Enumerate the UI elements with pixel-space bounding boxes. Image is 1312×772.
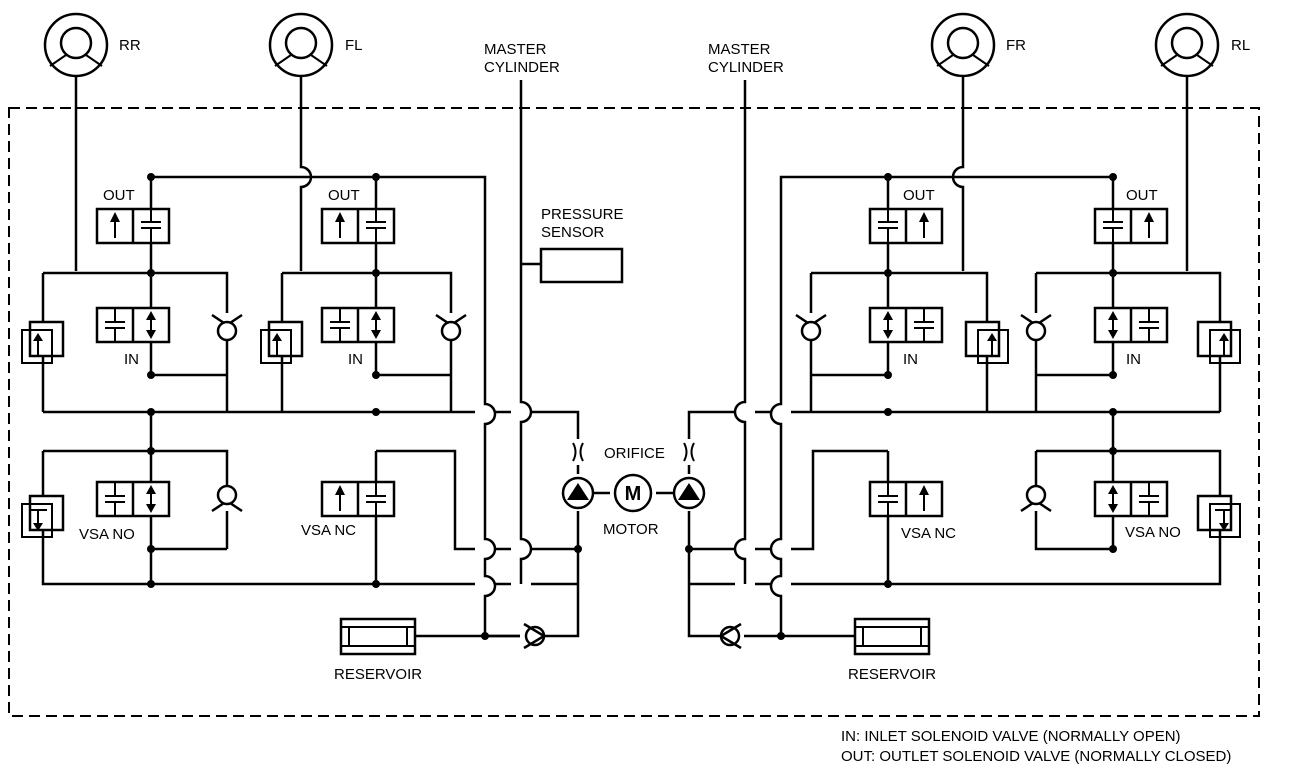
orifice-label: ORIFICE xyxy=(604,445,665,462)
in-valve-label-fr: IN xyxy=(903,351,918,368)
in-valve-rr xyxy=(95,306,171,344)
pressure-sensor-line2: SENSOR xyxy=(541,224,605,241)
wheel-label-fl: FL xyxy=(345,37,363,54)
junction-dots xyxy=(147,173,1117,640)
legend-in: IN: INLET SOLENOID VALVE (NORMALLY OPEN) xyxy=(841,728,1181,745)
check-valve-fr-in xyxy=(795,313,827,342)
reservoir-chambers-side xyxy=(21,320,1241,538)
motor: M xyxy=(613,473,653,513)
vsa-nc-label-left: VSA NC xyxy=(301,522,356,539)
in-valve-fr xyxy=(868,306,944,344)
vsa-nc-label-right: VSA NC xyxy=(901,525,956,542)
check-valve-reservoir-left xyxy=(523,622,547,650)
vsa-nc-valve-left xyxy=(320,480,396,518)
in-valve-fl xyxy=(320,306,396,344)
wheel-label-rr: RR xyxy=(119,37,141,54)
wheel-fr: FR xyxy=(930,12,1026,78)
accumulator-rl-vsa xyxy=(1196,494,1241,538)
vsa-no-valve-left xyxy=(95,480,171,518)
accumulator-rl xyxy=(1196,320,1241,364)
wheel-rr: RR xyxy=(43,12,141,78)
reservoir-right xyxy=(853,617,931,656)
in-valve-label-rr: IN xyxy=(124,351,139,368)
out-valve-fr xyxy=(868,207,944,245)
in-valve-label-rl: IN xyxy=(1126,351,1141,368)
reservoir-left xyxy=(339,617,417,656)
accumulator-rr xyxy=(21,320,65,364)
out-valve-label-rl: OUT xyxy=(1126,187,1158,204)
in-valve-label-fl: IN xyxy=(348,351,363,368)
master-cylinder-right-line2: CYLINDER xyxy=(708,59,784,76)
orifice-left xyxy=(572,442,584,462)
out-valve-fl xyxy=(320,207,396,245)
wheel-label-fr: FR xyxy=(1006,37,1026,54)
check-valve-rl-vsa xyxy=(1020,484,1052,513)
pressure-sensor xyxy=(539,247,624,284)
vsa-no-label-left: VSA NO xyxy=(79,526,135,543)
in-valve-rl xyxy=(1093,306,1169,344)
reservoir-label-left: RESERVOIR xyxy=(334,666,422,683)
check-valve-reservoir-right xyxy=(718,622,742,650)
pressure-sensor-line1: PRESSURE xyxy=(541,206,624,223)
right-circuit-pipes xyxy=(687,76,1222,638)
vsa-nc-valve-right xyxy=(868,480,944,518)
motor-label: MOTOR xyxy=(603,521,659,538)
vsa-no-label-right: VSA NO xyxy=(1125,524,1181,541)
check-valves xyxy=(211,313,1052,650)
out-valve-label-fl: OUT xyxy=(328,187,360,204)
out-valve-rl xyxy=(1093,207,1169,245)
accumulator-fl xyxy=(260,320,304,364)
reservoir-label-right: RESERVOIR xyxy=(848,666,936,683)
accumulator-fr xyxy=(964,320,1009,364)
pump-right xyxy=(672,476,706,510)
out-valve-rr xyxy=(95,207,171,245)
wheel-fl: FL xyxy=(268,12,363,78)
orifice-right xyxy=(683,442,695,462)
accumulator-rr-vsa xyxy=(21,494,65,538)
pump-left xyxy=(561,476,595,510)
check-valve-rr-in xyxy=(211,313,243,342)
master-cylinder-left-line2: CYLINDER xyxy=(484,59,560,76)
vsa-no-valve-right xyxy=(1093,480,1169,518)
modulator-unit-boundary xyxy=(8,107,1260,717)
motor-symbol: M xyxy=(625,483,642,505)
wheel-rl: RL xyxy=(1154,12,1250,78)
check-valve-rl-in xyxy=(1020,313,1052,342)
legend-out: OUT: OUTLET SOLENOID VALVE (NORMALLY CLO… xyxy=(841,748,1231,765)
wheel-label-rl: RL xyxy=(1231,37,1250,54)
check-valve-fl-in xyxy=(435,313,467,342)
check-valve-rr-vsa xyxy=(211,484,243,513)
out-valve-label-rr: OUT xyxy=(103,187,135,204)
out-valve-label-fr: OUT xyxy=(903,187,935,204)
master-cylinder-right-line1: MASTER xyxy=(708,41,771,58)
master-cylinder-left-line1: MASTER xyxy=(484,41,547,58)
